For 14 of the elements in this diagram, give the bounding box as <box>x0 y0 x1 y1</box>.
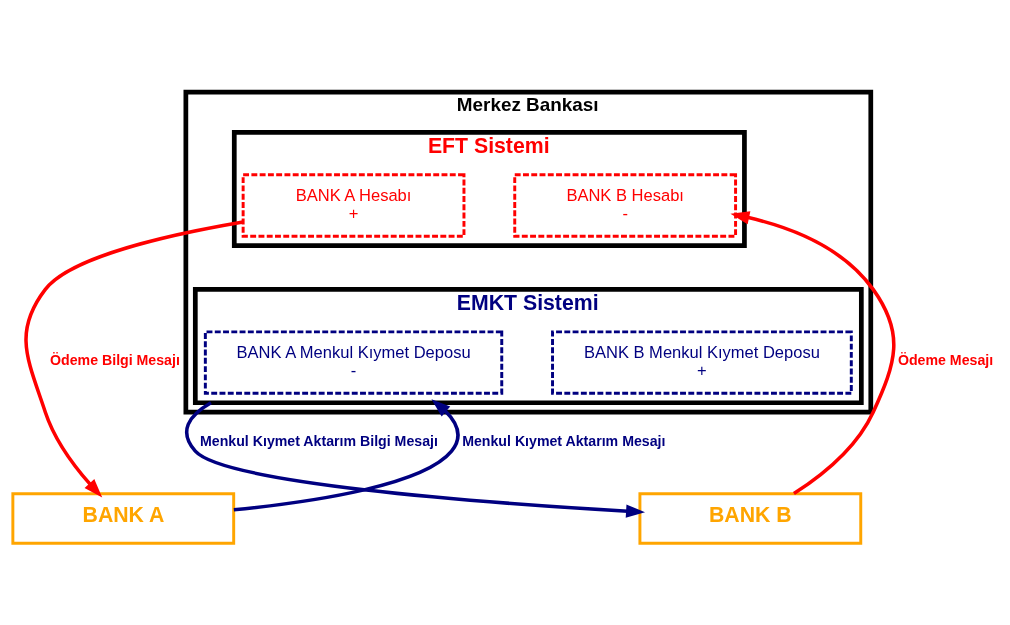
node-box: BANK B Hesabı - <box>513 172 738 238</box>
edge-label: Ödeme Mesajı <box>897 351 994 368</box>
node-box: BANK B <box>638 491 863 545</box>
edge-label: Ödeme Bilgi Mesajı <box>50 351 180 368</box>
arrow <box>233 398 460 512</box>
node-box: BANK A Menkul Kıymet Deposu - <box>203 329 504 395</box>
arrow <box>185 400 645 518</box>
edge-label: Menkul Kıymet Aktarım Mesajı <box>462 432 666 449</box>
node-box: BANK A Hesabı + <box>241 172 466 238</box>
arrow <box>24 219 244 498</box>
edge-label: Menkul Kıymet Aktarım Bilgi Mesajı <box>200 432 438 449</box>
arrow <box>730 210 896 495</box>
node-box: BANK A <box>11 491 236 545</box>
node-box: BANK B Menkul Kıymet Deposu + <box>551 329 853 395</box>
